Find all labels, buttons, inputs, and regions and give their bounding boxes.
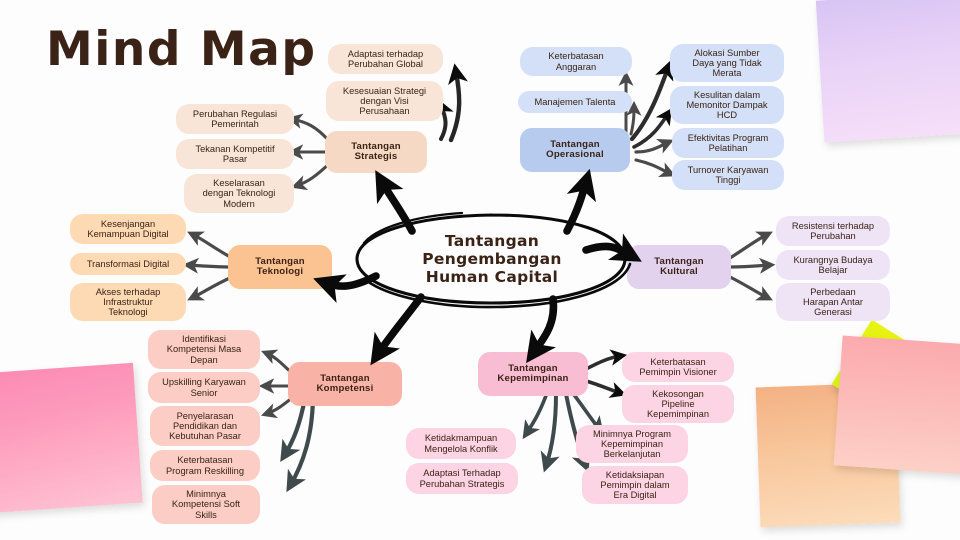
branch-node-kepemimpinan[interactable]: Tantangan Kepemimpinan <box>478 352 588 396</box>
leaf-node[interactable]: Kesulitan dalam Memonitor Dampak HCD <box>670 86 784 124</box>
branch-node-kompetensi[interactable]: Tantangan Kompetensi <box>288 362 402 406</box>
leaf-node[interactable]: Akses terhadap Infrastruktur Teknologi <box>70 283 186 321</box>
leaf-node[interactable]: Ketidakmampuan Mengelola Konflik <box>406 428 516 459</box>
leaf-node[interactable]: Keselarasan dengan Teknologi Modern <box>184 174 294 213</box>
leaf-node[interactable]: Turnover Karyawan Tinggi <box>672 160 784 190</box>
leaf-node[interactable]: Adaptasi terhadap Perubahan Global <box>328 44 443 74</box>
sticky-note-pink-left <box>0 362 143 514</box>
leaf-node[interactable]: Tekanan Kompetitif Pasar <box>176 139 294 169</box>
leaf-node[interactable]: Efektivitas Program Pelatihan <box>672 128 784 158</box>
branch-node-operasional[interactable]: Tantangan Operasional <box>520 128 630 172</box>
leaf-node[interactable]: Ketidaksiapan Pemimpin dalam Era Digital <box>582 466 688 504</box>
leaf-node[interactable]: Perubahan Regulasi Pemerintah <box>176 104 294 134</box>
leaf-node[interactable]: Kurangnya Budaya Belajar <box>776 250 890 280</box>
leaf-node[interactable]: Keterbatasan Anggaran <box>520 47 632 76</box>
leaf-node[interactable]: Resistensi terhadap Perubahan <box>776 216 890 246</box>
leaf-node[interactable]: Minimnya Program Kepemimpinan Berkelanju… <box>576 425 688 463</box>
leaf-node[interactable]: Minimnya Kompetensi Soft Skills <box>152 485 260 524</box>
branch-node-strategis[interactable]: Tantangan Strategis <box>325 131 427 173</box>
leaf-node[interactable]: Manajemen Talenta <box>518 91 632 113</box>
page-title: Mind Map <box>46 22 317 77</box>
leaf-node[interactable]: Keterbatasan Program Reskilling <box>150 450 260 481</box>
leaf-node[interactable]: Identifikasi Kompetensi Masa Depan <box>148 330 260 369</box>
leaf-node[interactable]: Perbedaan Harapan Antar Generasi <box>776 283 890 321</box>
branch-node-kultural[interactable]: Tantangan Kultural <box>627 245 731 289</box>
leaf-node[interactable]: Kekosongan Pipeline Kepemimpinan <box>622 385 734 423</box>
leaf-node[interactable]: Kesesuaian Strategi dengan Visi Perusaha… <box>326 81 443 121</box>
leaf-node[interactable]: Kesenjangan Kemampuan Digital <box>70 214 186 244</box>
leaf-node[interactable]: Upskilling Karyawan Senior <box>148 372 260 403</box>
leaf-node[interactable]: Transformasi Digital <box>70 253 186 275</box>
leaf-node[interactable]: Keterbatasan Pemimpin Visioner <box>622 352 734 382</box>
central-node[interactable]: Tantangan Pengembangan Human Capital <box>422 231 562 287</box>
branch-node-teknologi[interactable]: Tantangan Teknologi <box>228 245 332 289</box>
leaf-node[interactable]: Alokasi Sumber Daya yang Tidak Merata <box>670 44 784 82</box>
leaf-node[interactable]: Penyelarasan Pendidikan dan Kebutuhan Pa… <box>150 406 260 446</box>
leaf-node[interactable]: Adaptasi Terhadap Perubahan Strategis <box>406 463 518 494</box>
sticky-note-pink-right <box>833 335 960 475</box>
sticky-note-purple <box>815 0 960 143</box>
